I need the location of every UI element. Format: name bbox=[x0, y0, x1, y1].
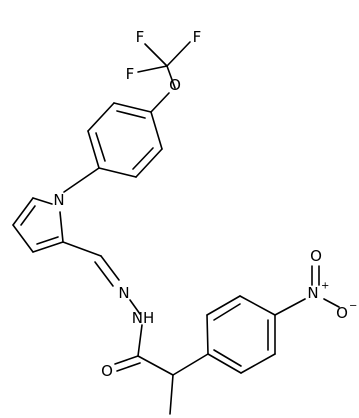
bond-ch-n-imine-b bbox=[94, 261, 114, 287]
bond-nitro-o-single bbox=[323, 298, 340, 308]
bond-c-o-ether bbox=[166, 65, 176, 89]
atom-o-nitro-double: O bbox=[310, 247, 322, 265]
bonds bbox=[12, 41, 340, 415]
bond-ring2-5 bbox=[240, 353, 276, 374]
bond-ch-methyl bbox=[169, 374, 174, 415]
bond-ring2-6 bbox=[207, 353, 242, 374]
svg-text:O: O bbox=[310, 247, 322, 265]
bond-ring1-5 bbox=[135, 148, 163, 178]
bond-ring2-inner-3 bbox=[213, 349, 242, 367]
atom-o-ether: O bbox=[169, 76, 181, 94]
bond-pyrrole-4 bbox=[32, 241, 64, 253]
bond-c-f2 bbox=[166, 41, 191, 67]
bond-ring1-2 bbox=[87, 102, 115, 132]
bond-ring1-inner-3 bbox=[132, 147, 154, 170]
bond-c-ch-imine bbox=[62, 241, 102, 257]
atom-n-imine: N bbox=[118, 284, 129, 302]
bond-carbonyl-o-a bbox=[114, 355, 139, 365]
bond-pyrrole-inner-2 bbox=[36, 236, 59, 245]
atom-labels: F F F O N N NH O N + O O − bbox=[53, 28, 357, 380]
bond-aryl-n-pyrrole bbox=[63, 167, 100, 193]
bond-ring1-3 bbox=[87, 130, 100, 169]
bond-pyrrole-inner-1 bbox=[20, 205, 36, 226]
svg-text:F: F bbox=[136, 28, 145, 46]
atom-f2: F bbox=[193, 28, 202, 46]
bond-aryl2-nitro bbox=[274, 298, 306, 316]
svg-text:F: F bbox=[193, 28, 202, 46]
atom-o-carbonyl: O bbox=[101, 362, 113, 380]
bond-pyrrole-3 bbox=[12, 224, 34, 253]
bond-ch-aryl2 bbox=[172, 353, 209, 376]
bond-ring1-6 bbox=[150, 111, 163, 150]
bond-n-n bbox=[129, 299, 141, 315]
bond-c-f1 bbox=[144, 43, 168, 67]
svg-text:N: N bbox=[118, 284, 129, 302]
bond-nh-carbonyl bbox=[137, 324, 143, 357]
svg-text:F: F bbox=[126, 65, 135, 83]
bond-carbonyl-ch bbox=[137, 355, 174, 376]
atom-n-pyrrole: N bbox=[53, 191, 64, 209]
bond-o-aryl bbox=[150, 92, 170, 113]
svg-text:O: O bbox=[336, 304, 348, 322]
bond-ring1-inner-2 bbox=[95, 132, 106, 162]
bond-pyrrole-5 bbox=[59, 211, 64, 243]
atom-n-nitro: N + bbox=[307, 281, 329, 303]
bond-ring1-inner-1 bbox=[116, 110, 146, 119]
bond-c-f3 bbox=[137, 65, 168, 73]
svg-text:N: N bbox=[53, 191, 64, 209]
svg-text:O: O bbox=[101, 362, 113, 380]
bond-ring1-4 bbox=[98, 167, 137, 178]
atom-f3: F bbox=[126, 65, 135, 83]
bond-ring2-2 bbox=[206, 295, 241, 316]
bond-carbonyl-o-b bbox=[116, 362, 141, 372]
atom-f1: F bbox=[136, 28, 145, 46]
bond-pyrrole-1 bbox=[32, 197, 53, 205]
bond-ring2-inner-1 bbox=[213, 303, 241, 321]
svg-text:NH: NH bbox=[132, 309, 155, 327]
svg-text:O: O bbox=[169, 76, 181, 94]
bond-ch-n-imine-a bbox=[100, 255, 120, 281]
atom-o-nitro-single: O − bbox=[336, 301, 357, 323]
bond-ring2-1 bbox=[206, 314, 209, 355]
svg-text:N: N bbox=[307, 284, 318, 302]
atom-nh-hydrazide: NH bbox=[132, 309, 155, 327]
bond-ring1-1 bbox=[113, 102, 152, 113]
charge-plus: + bbox=[321, 281, 329, 292]
bond-ring2-3 bbox=[239, 295, 276, 316]
bond-pyrrole-2 bbox=[12, 197, 34, 226]
charge-minus: − bbox=[349, 301, 357, 312]
